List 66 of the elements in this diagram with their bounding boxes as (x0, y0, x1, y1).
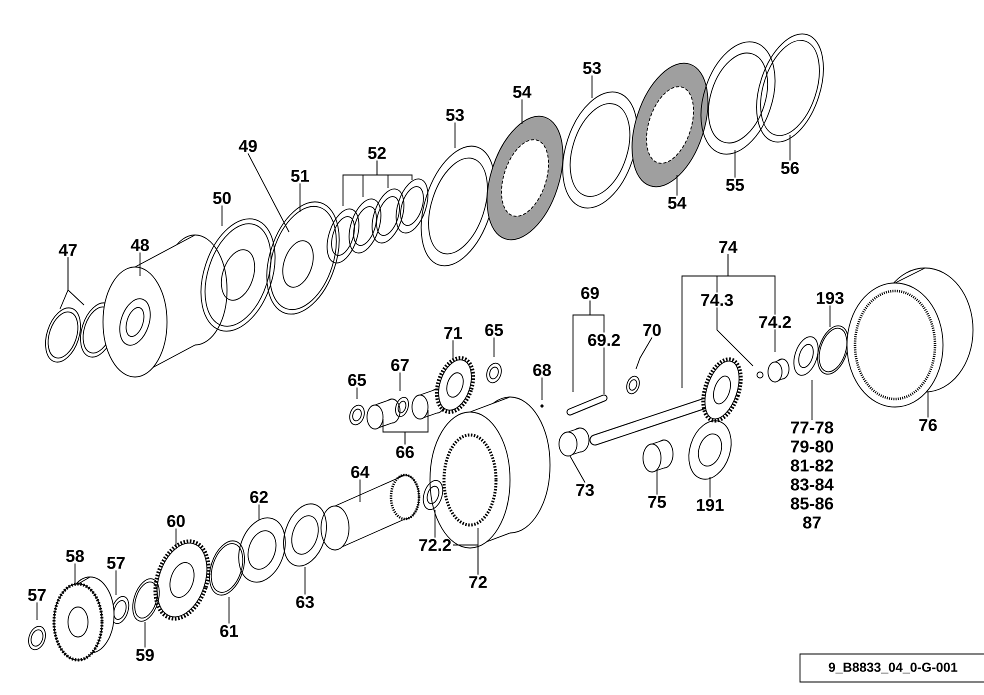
callout-number: 51 (291, 170, 309, 182)
callout-number: 50 (213, 192, 231, 204)
leader-line (452, 544, 478, 576)
callout-number: 69.2 (588, 334, 620, 346)
leader-line (734, 150, 736, 178)
leader-line (570, 456, 586, 483)
drawing-number-box: 9_B8833_04_0-G-001 (800, 654, 984, 682)
callout-number: 76 (919, 418, 937, 432)
leader-line (774, 328, 776, 352)
callout-number: 64 (351, 466, 370, 478)
leader-line (36, 602, 38, 620)
leader-line (636, 337, 652, 370)
callout-number: 68 (533, 364, 551, 376)
callout-number: 193 (816, 292, 844, 304)
callout-number: 59 (136, 648, 154, 662)
leader-line (68, 256, 84, 306)
leader-line (716, 307, 754, 366)
leader-line (376, 160, 412, 180)
callout-number: 73 (576, 484, 594, 496)
callout-number: 54 (513, 86, 532, 98)
leader-line (304, 566, 306, 595)
callout-number: 191 (696, 498, 724, 512)
callout-number: 61 (220, 624, 238, 638)
callout-number: 49 (238, 140, 257, 152)
callout-number: 52 (368, 146, 386, 160)
leader-line (248, 153, 290, 232)
callout-number: 70 (643, 324, 661, 336)
callout-number: 75 (648, 496, 666, 508)
leader-line (728, 254, 776, 316)
leader-line (404, 410, 428, 445)
leader-line (74, 563, 76, 584)
callout-number: 54 (668, 197, 686, 209)
callout-number: 57 (107, 557, 125, 569)
leader-line (656, 470, 658, 496)
callout-number: 65 (348, 374, 366, 386)
callout-number: 67 (391, 358, 409, 372)
callout-number: 63 (296, 596, 314, 608)
leader-line (676, 174, 678, 196)
callout-number: 55 (726, 179, 744, 191)
callout-number: 62 (250, 490, 268, 504)
callout-number: 65 (485, 324, 503, 336)
leader-line (452, 340, 454, 360)
callout-number: 69 (581, 286, 599, 300)
leader-line (454, 122, 456, 148)
callout-number: 72 (469, 576, 487, 588)
callout-number: 53 (446, 108, 464, 122)
leader-line (434, 510, 436, 538)
leader-line (258, 504, 260, 520)
leader-line (144, 622, 146, 648)
leader-line (228, 596, 230, 624)
callout-number: 77-78 79-80 81-82 83-84 85-86 87 (790, 421, 834, 529)
callout-number: 74.3 (701, 294, 733, 306)
callout-number: 48 (130, 238, 149, 252)
callout-number: 74.2 (759, 316, 791, 328)
leader-line (356, 387, 358, 400)
callout-number: 71 (444, 327, 462, 339)
callout-number: 53 (583, 62, 601, 74)
callout-number: 58 (66, 550, 84, 562)
leader-line (590, 300, 604, 333)
callout-number: 47 (58, 244, 77, 256)
callout-number: 66 (396, 446, 414, 458)
callout-number: 57 (28, 589, 46, 601)
callout-number: 60 (167, 514, 185, 528)
callout-number: 74 (719, 241, 738, 253)
callout-number: 56 (781, 162, 799, 174)
callout-number: 72.2 (419, 539, 451, 551)
